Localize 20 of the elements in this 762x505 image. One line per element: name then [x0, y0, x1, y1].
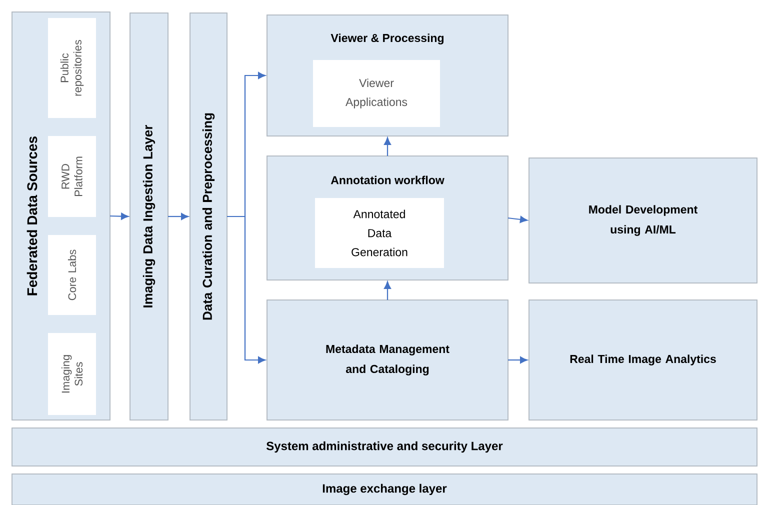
source-box: Imaging Sites	[48, 333, 96, 415]
arrow	[508, 216, 528, 223]
arrow	[384, 281, 391, 300]
arrow	[110, 212, 129, 220]
source-box: Public repositories	[48, 18, 96, 118]
arrow	[227, 216, 266, 364]
layer-band: System administrative and security Layer	[12, 428, 758, 466]
arrow	[508, 356, 528, 364]
arrow	[168, 213, 189, 220]
inner-box: Annotated Data Generation	[315, 198, 444, 268]
layer-box: Data Curation and Preprocessing	[190, 12, 228, 420]
arrow	[384, 137, 391, 156]
module-box: Model Development using AI/ML	[528, 158, 758, 284]
module-box: Real Time Image Analytics	[528, 300, 758, 420]
layer-box: Imaging Data Ingestion Layer	[130, 12, 168, 420]
inner-box: Viewer Applications	[313, 60, 440, 127]
source-box: RWD Platform	[48, 136, 96, 217]
layer-band: Image exchange layer	[12, 474, 758, 505]
source-box: Core Labs	[48, 235, 96, 315]
module-box: Metadata Management and Cataloging	[266, 300, 508, 420]
